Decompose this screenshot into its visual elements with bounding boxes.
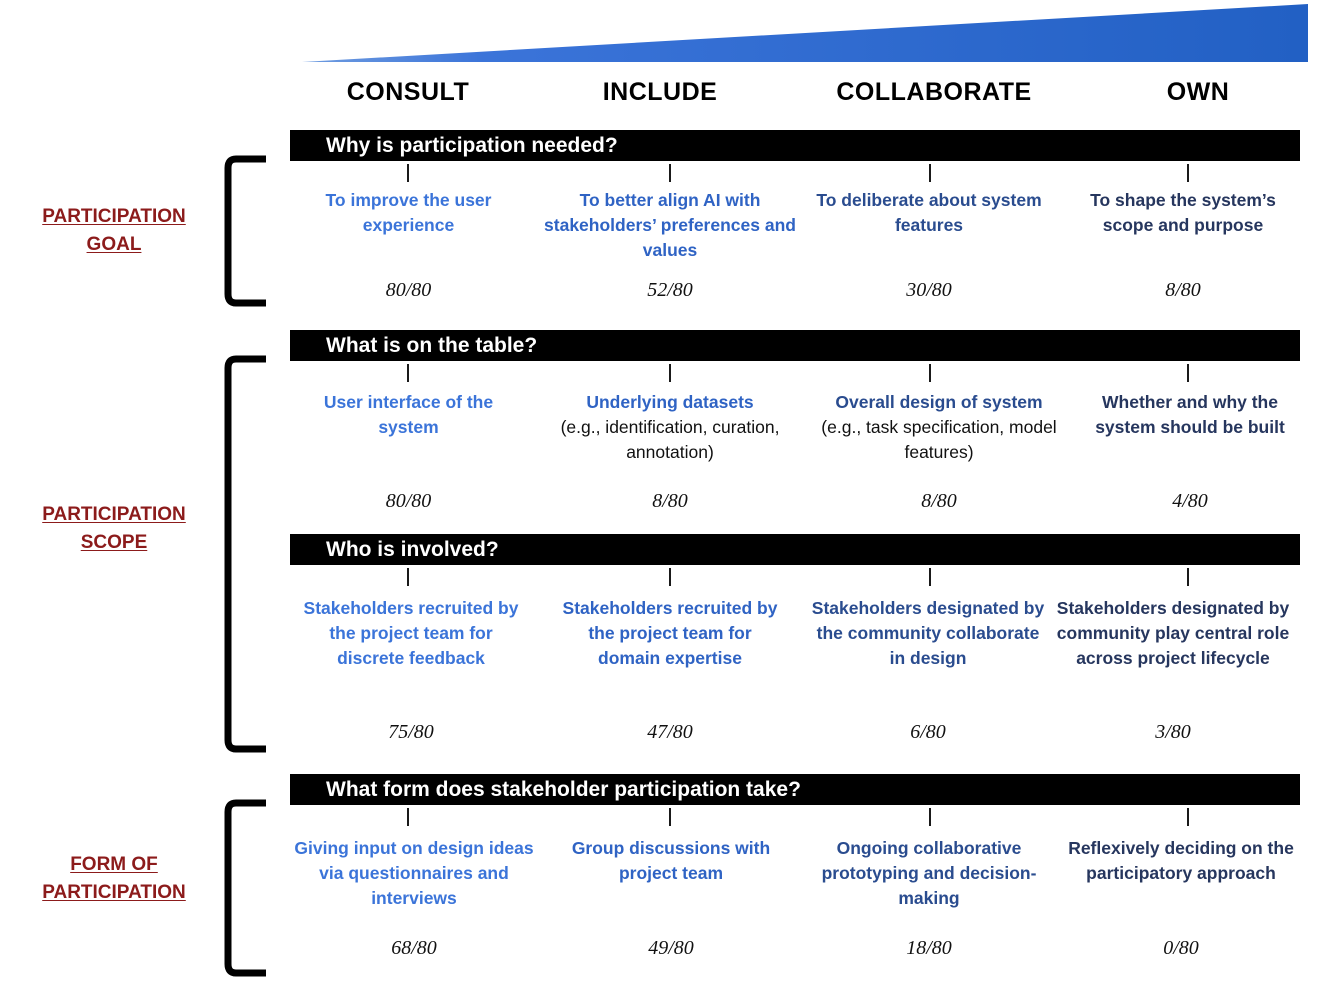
cell-text: Underlying datasets (586, 392, 754, 412)
tick-mark-own (1187, 364, 1189, 382)
count-form-collaborate: 18/80 (906, 937, 952, 959)
cell-text: Whether and why the system should be bui… (1095, 392, 1285, 437)
cell-form-consult: Giving input on design ideas via questio… (286, 836, 542, 911)
bracket-participation-scope (222, 355, 268, 753)
cell-text: To shape the system’s scope and purpose (1090, 190, 1276, 235)
cell-form-include: Group discussions with project team (558, 836, 784, 886)
tick-row (290, 164, 1300, 182)
tick-mark-collaborate (929, 364, 931, 382)
tick-mark-own (1187, 808, 1189, 826)
category-label-line1: FORM OF (70, 854, 158, 875)
tick-mark-own (1187, 164, 1189, 182)
cell-table-collaborate: Overall design of system (e.g., task spe… (808, 390, 1070, 465)
tick-mark-consult (407, 364, 409, 382)
count-involved-include: 47/80 (647, 721, 693, 743)
tick-mark-include (669, 808, 671, 826)
count-involved-collaborate: 6/80 (910, 721, 946, 743)
column-header-include: INCLUDE (602, 78, 718, 106)
tick-mark-consult (407, 808, 409, 826)
count-goal-consult: 80/80 (385, 279, 432, 301)
category-label-line2: GOAL (86, 233, 142, 255)
cell-text: To deliberate about system features (816, 190, 1042, 235)
tick-mark-collaborate (929, 808, 931, 826)
cell-goal-consult: To improve the user experience (292, 188, 525, 238)
cell-involved-consult: Stakeholders recruited by the project te… (302, 596, 520, 671)
count-table-include: 8/80 (652, 490, 688, 512)
column-header-consult: CONSULT (346, 78, 470, 106)
cell-involved-include: Stakeholders recruited by the project te… (558, 596, 782, 671)
category-label-line1: PARTICIPATION (42, 504, 186, 525)
cell-table-include: Underlying datasets (e.g., identificatio… (538, 390, 802, 465)
cell-text: Reflexively deciding on the participator… (1068, 838, 1294, 883)
count-form-include: 49/80 (648, 937, 694, 959)
count-table-consult: 80/80 (385, 490, 432, 512)
tick-mark-include (669, 364, 671, 382)
tick-mark-consult (407, 164, 409, 182)
cell-form-collaborate: Ongoing collaborative prototyping and de… (808, 836, 1050, 911)
category-label-participation-goal: PARTICIPATION GOAL (14, 203, 214, 258)
question-bar-who-is-involved: Who is involved? (290, 534, 1300, 565)
category-label-participation-scope: PARTICIPATION SCOPE (14, 501, 214, 556)
tick-mark-include (669, 164, 671, 182)
tick-mark-own (1187, 568, 1189, 586)
tick-row (290, 808, 1300, 826)
question-bar-what-is-on-the-table: What is on the table? (290, 330, 1300, 361)
cell-text: Group discussions with project team (571, 838, 771, 883)
tick-row (290, 568, 1300, 586)
count-form-own: 0/80 (1163, 937, 1199, 959)
count-involved-own: 3/80 (1155, 721, 1191, 743)
cell-goal-own: To shape the system’s scope and purpose (1066, 188, 1300, 238)
cell-text: Overall design of system (835, 392, 1043, 412)
count-involved-consult: 75/80 (388, 721, 434, 743)
cell-text: User interface of the system (323, 392, 494, 437)
category-label-form-of-participation: FORM OF PARTICIPATION (14, 851, 214, 906)
cell-text: Stakeholders recruited by the project te… (562, 598, 778, 668)
cell-text: To improve the user experience (325, 190, 492, 235)
cell-text: Stakeholders recruited by the project te… (303, 598, 519, 668)
cell-table-own: Whether and why the system should be bui… (1080, 390, 1300, 440)
cell-text: Stakeholders designated by community pla… (1056, 598, 1290, 668)
count-form-consult: 68/80 (391, 937, 437, 959)
count-goal-collaborate: 30/80 (906, 279, 952, 301)
cell-goal-collaborate: To deliberate about system features (814, 188, 1044, 238)
cell-text: Ongoing collaborative prototyping and de… (821, 838, 1037, 908)
bracket-form-of-participation (222, 799, 268, 977)
cell-subtext: (e.g., identification, curation, annotat… (560, 416, 780, 462)
tick-mark-collaborate (929, 164, 931, 182)
cell-text: Stakeholders designated by the community… (811, 598, 1045, 668)
category-label-line2: SCOPE (80, 531, 148, 553)
tick-mark-consult (407, 568, 409, 586)
cell-text: Giving input on design ideas via questio… (294, 838, 534, 908)
cell-subtext: (e.g., task specification, model feature… (821, 416, 1057, 462)
question-bar-what-form-does-stakeholder-participation-take: What form does stakeholder participation… (290, 774, 1300, 805)
column-header-own: OWN (1166, 78, 1230, 106)
cell-involved-collaborate: Stakeholders designated by the community… (808, 596, 1048, 671)
category-label-line2: PARTICIPATION (42, 881, 186, 903)
cell-form-own: Reflexively deciding on the participator… (1062, 836, 1300, 886)
tick-row (290, 364, 1300, 382)
increasing-participation-wedge-icon (302, 0, 1308, 66)
column-header-collaborate: COLLABORATE (836, 78, 1032, 106)
cell-involved-own: Stakeholders designated by community pla… (1042, 596, 1304, 671)
bracket-participation-goal (222, 155, 268, 307)
category-label-line1: PARTICIPATION (42, 206, 186, 227)
count-table-own: 4/80 (1172, 490, 1208, 512)
cell-text: To better align AI with stakeholders’ pr… (544, 190, 796, 260)
count-table-collaborate: 8/80 (921, 490, 957, 512)
column-header-row: CONSULT INCLUDE COLLABORATE OWN (290, 78, 1306, 112)
count-goal-own: 8/80 (1165, 279, 1201, 301)
count-goal-include: 52/80 (647, 279, 693, 301)
tick-mark-collaborate (929, 568, 931, 586)
cell-goal-include: To better align AI with stakeholders’ pr… (538, 188, 802, 263)
cell-table-consult: User interface of the system (292, 390, 525, 440)
tick-mark-include (669, 568, 671, 586)
question-bar-why-is-participation-needed: Why is participation needed? (290, 130, 1300, 161)
